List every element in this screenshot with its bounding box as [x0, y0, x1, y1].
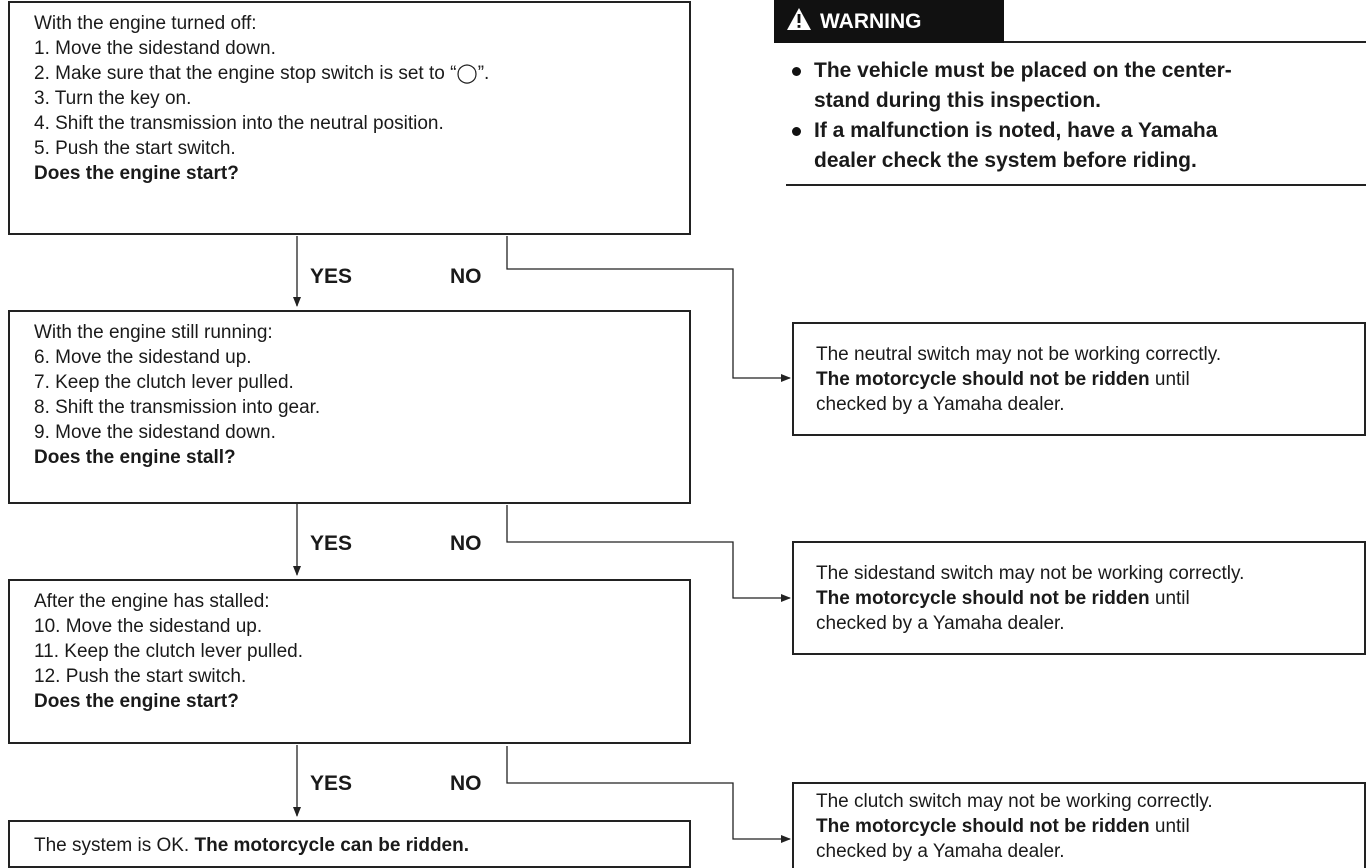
- warning-bottom-rule: [786, 184, 1366, 186]
- step-3-line: 12. Push the start switch.: [34, 666, 247, 687]
- result-3-line3: checked by a Yamaha dealer.: [816, 840, 1065, 862]
- yes-label: YES: [310, 772, 353, 795]
- result-box-neutral: The neutral switch may not be working co…: [792, 322, 1366, 436]
- step-2-line: 8. Shift the transmission into gear.: [34, 397, 321, 418]
- warning-body: The vehicle must be placed on the center…: [786, 56, 1366, 176]
- step-3-question: Does the engine start?: [34, 691, 239, 712]
- warning-item-line: dealer check the system before riding.: [814, 149, 1197, 172]
- warning-item: If a malfunction is noted, have a Yamaha…: [786, 116, 1366, 176]
- final-result-bold: The motorcycle can be ridden.: [194, 835, 470, 856]
- yes-label: YES: [310, 532, 353, 555]
- step-box-1: With the engine turned off: 1. Move the …: [8, 1, 691, 235]
- no-label: NO: [450, 772, 482, 795]
- result-2-line1: The sidestand switch may not be working …: [816, 562, 1245, 584]
- result-3-rest: until: [1149, 815, 1190, 837]
- final-result-prefix: The system is OK.: [34, 835, 195, 856]
- warning-header: WARNING: [774, 0, 1004, 43]
- step-1-line: 4. Shift the transmission into the neutr…: [34, 113, 444, 134]
- warning-item-line: If a malfunction is noted, have a Yamaha: [814, 119, 1218, 142]
- step-2-line: 6. Move the sidestand up.: [34, 347, 252, 368]
- result-2-line3: checked by a Yamaha dealer.: [816, 612, 1065, 634]
- result-box-sidestand: The sidestand switch may not be working …: [792, 541, 1366, 655]
- result-2-line2: The motorcycle should not be ridden unti…: [816, 586, 1364, 611]
- result-2-rest: until: [1149, 587, 1190, 609]
- step-2-question: Does the engine stall?: [34, 447, 236, 468]
- warning-triangle-icon: [786, 7, 812, 37]
- result-box-clutch: The clutch switch may not be working cor…: [792, 782, 1366, 868]
- step-1-line: With the engine turned off:: [34, 13, 257, 34]
- step-1-line: 3. Turn the key on.: [34, 88, 192, 109]
- result-3-warning: The motorcycle should not be ridden: [816, 815, 1150, 837]
- result-1-line1: The neutral switch may not be working co…: [816, 343, 1222, 365]
- step-3-line: 10. Move the sidestand up.: [34, 616, 263, 637]
- step-3-line: After the engine has stalled:: [34, 591, 270, 612]
- step-2-line: 9. Move the sidestand down.: [34, 422, 276, 443]
- result-3-line1: The clutch switch may not be working cor…: [816, 790, 1213, 812]
- warning-item: The vehicle must be placed on the center…: [786, 56, 1366, 116]
- yes-label: YES: [310, 265, 353, 288]
- result-2-warning: The motorcycle should not be ridden: [816, 587, 1150, 609]
- step-3-line: 11. Keep the clutch lever pulled.: [34, 641, 303, 662]
- step-box-3: After the engine has stalled: 10. Move t…: [8, 579, 691, 744]
- warning-title: WARNING: [820, 9, 922, 33]
- no-arrow-1: [506, 236, 791, 382]
- result-1-line2: The motorcycle should not be ridden unti…: [816, 367, 1364, 392]
- result-1-rest: until: [1149, 368, 1190, 390]
- step-1-line: 1. Move the sidestand down.: [34, 38, 276, 59]
- step-1-question: Does the engine start?: [34, 163, 239, 184]
- no-label: NO: [450, 532, 482, 555]
- bullet-icon: [792, 67, 801, 76]
- step-2-line: 7. Keep the clutch lever pulled.: [34, 372, 294, 393]
- step-1-line: 5. Push the start switch.: [34, 138, 236, 159]
- warning-item-line: stand during this inspection.: [814, 89, 1102, 112]
- final-result-box: The system is OK. The motorcycle can be …: [8, 820, 691, 868]
- result-3-line2: The motorcycle should not be ridden unti…: [816, 814, 1364, 839]
- step-box-2: With the engine still running: 6. Move t…: [8, 310, 691, 504]
- no-label: NO: [450, 265, 482, 288]
- result-1-line3: checked by a Yamaha dealer.: [816, 393, 1065, 415]
- warning-top-rule: [1004, 41, 1366, 43]
- warning-item-line: The vehicle must be placed on the center…: [814, 59, 1232, 82]
- final-result-text: The system is OK. The motorcycle can be …: [34, 833, 689, 858]
- no-arrow-3: [506, 746, 791, 843]
- step-2-line: With the engine still running:: [34, 322, 273, 343]
- result-1-warning: The motorcycle should not be ridden: [816, 368, 1150, 390]
- step-1-line: 2. Make sure that the engine stop switch…: [34, 63, 490, 84]
- bullet-icon: [792, 127, 801, 136]
- no-arrow-2: [506, 505, 791, 602]
